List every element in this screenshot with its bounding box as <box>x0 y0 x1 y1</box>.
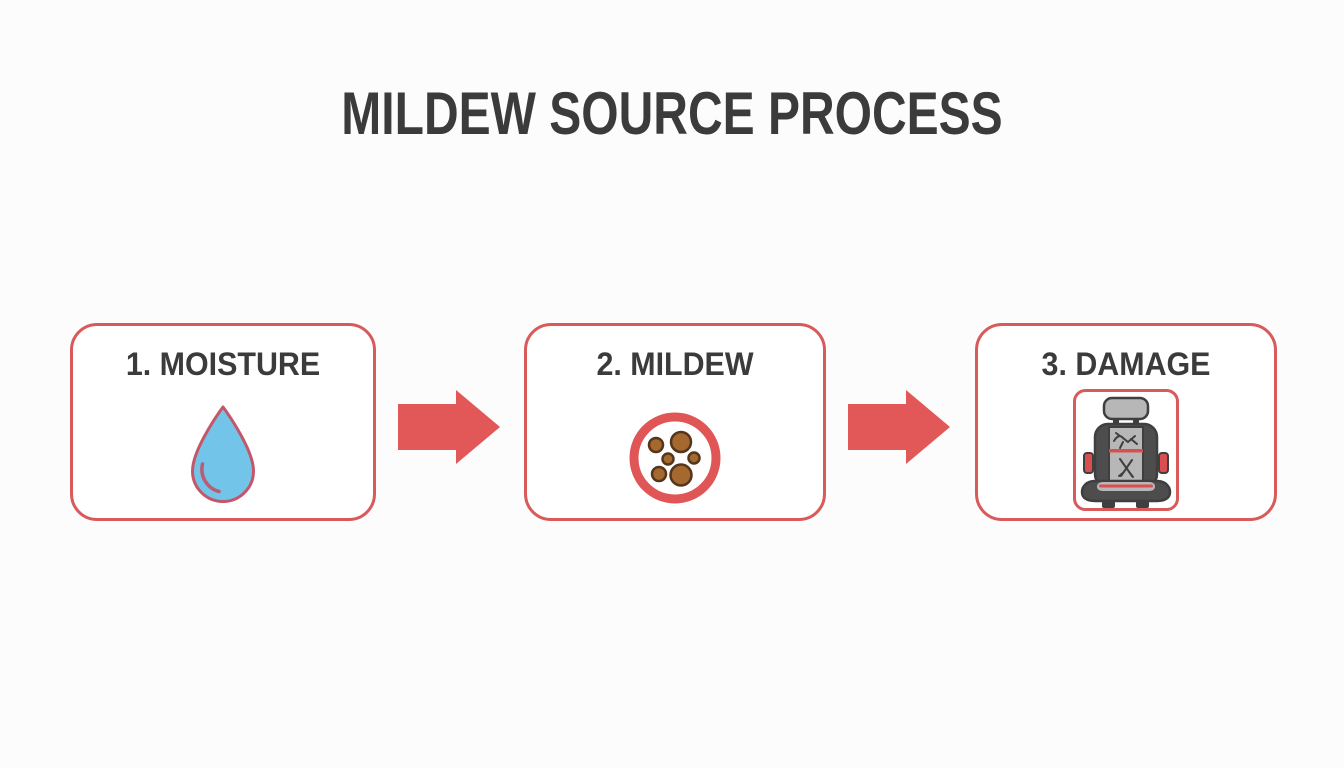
step-label-moisture: 1. MOISTURE <box>125 346 321 382</box>
diagram-title: MILDEW SOURCE PROCESS <box>341 80 1003 147</box>
step-label-mildew: 2. MILDEW <box>596 346 754 382</box>
step-card-damage: 3. DAMAGE <box>975 323 1277 521</box>
mildew-spores-icon <box>625 408 725 508</box>
damaged-car-seat-icon <box>1073 389 1179 511</box>
right-arrow-icon <box>848 390 950 464</box>
step-card-moisture: 1. MOISTURE <box>70 323 376 521</box>
step-label-damage: 3. DAMAGE <box>1041 346 1211 382</box>
right-arrow-icon <box>398 390 500 464</box>
water-droplet-icon <box>189 404 257 506</box>
step-card-mildew: 2. MILDEW <box>524 323 826 521</box>
